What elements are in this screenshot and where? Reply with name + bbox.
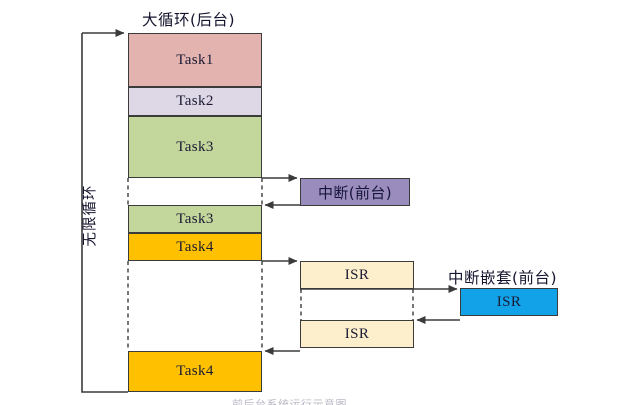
figure-caption: 前后台系统运行示意图 (232, 398, 347, 405)
interrupt-block: 中断(前台) (300, 178, 410, 206)
infinite-loop-label: 无限循环 (82, 184, 99, 247)
isr-block-1: ISR (300, 261, 414, 289)
task-block-task3-2: Task3 (128, 116, 262, 178)
nested-isr-block: ISR (460, 288, 558, 316)
nested-interrupt-title: 中断嵌套(前台) (448, 269, 558, 287)
main-loop-title: 大循环(后台) (142, 11, 236, 29)
task-block-task1-0: Task1 (128, 33, 262, 87)
task-block-task4-5: Task4 (128, 351, 262, 392)
isr-block-2: ISR (300, 320, 414, 348)
task-block-task2-1: Task2 (128, 87, 262, 116)
task-block-task3-3: Task3 (128, 205, 262, 233)
task-block-task4-4: Task4 (128, 233, 262, 261)
